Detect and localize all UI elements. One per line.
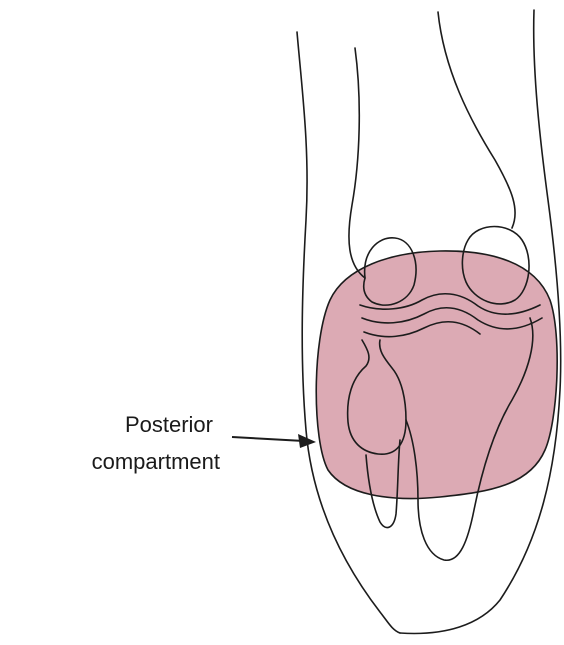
pointer-arrow [232, 434, 316, 448]
left-bone-shaft [349, 48, 365, 278]
label-line-1: Posterior [125, 412, 213, 437]
posterior-compartment-region [316, 251, 557, 499]
label-line-2: compartment [92, 449, 220, 474]
right-bone-shaft [438, 12, 515, 228]
